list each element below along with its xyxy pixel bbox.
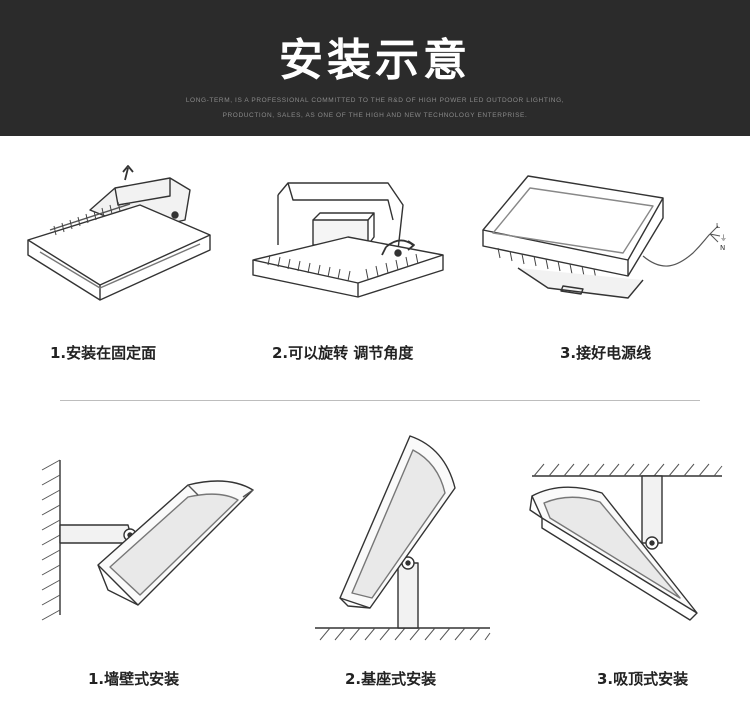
wire-label-l: L (716, 222, 720, 230)
base-mount-caption: 2.基座式安装 (345, 670, 437, 688)
wall-mount-illustration (41, 459, 254, 621)
subtitle-line-1: LONG-TERM, IS A PROFESSIONAL COMMITTED T… (185, 97, 565, 104)
wire-label-ground: ⏚ (720, 234, 727, 242)
ceiling-mount-caption: 3.吸顶式安装 (597, 670, 689, 688)
step-1-caption: 1.安装在固定面 (50, 344, 157, 362)
page-title: 安装示意 (279, 35, 471, 86)
base-mount-illustration (315, 435, 491, 641)
wall-mount-caption: 1.墙壁式安装 (88, 670, 180, 688)
wire-label-n: N (720, 244, 725, 252)
step-1-illustration (27, 165, 211, 301)
step-3-illustration: L ⏚ N (482, 175, 727, 299)
ceiling-mount-illustration (529, 463, 723, 621)
header-banner: 安装示意 LONG-TERM, IS A PROFESSIONAL COMMIT… (0, 0, 750, 136)
section-divider (60, 400, 700, 401)
subtitle-line-2: PRODUCTION, SALES, AS ONE OF THE HIGH AN… (222, 112, 528, 119)
step-2-illustration (252, 182, 444, 298)
step-2-caption: 2.可以旋转 调节角度 (272, 344, 414, 362)
step-3-caption: 3.接好电源线 (560, 344, 652, 362)
